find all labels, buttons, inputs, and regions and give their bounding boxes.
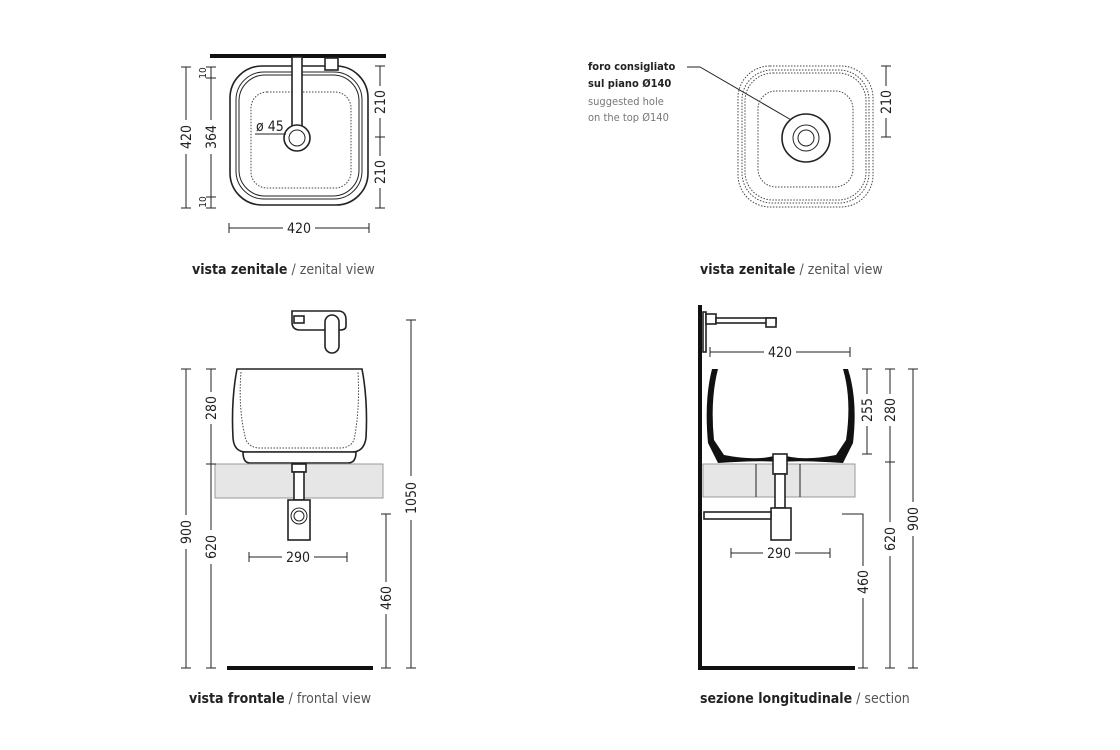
note-italian-2: sul piano Ø140 bbox=[588, 77, 671, 90]
dim-basin-height: 280 bbox=[883, 398, 899, 422]
zenital-view-hole: foro consigliato sul piano Ø140 suggeste… bbox=[588, 60, 895, 208]
dim-overall-height: 420 bbox=[179, 125, 195, 149]
dim-width: 420 bbox=[287, 221, 311, 237]
drain-inner bbox=[288, 129, 306, 147]
section-view: 420 255 280 620 900 460 290 bbox=[698, 305, 922, 670]
caption-zenital-view-left: vista zenitale / zenital view bbox=[192, 262, 375, 278]
dim-top-margin: 10 bbox=[198, 67, 209, 79]
caption-section-view: sezione longitudinale / section bbox=[700, 691, 910, 707]
faucet-spout bbox=[291, 56, 303, 128]
frontal-view: 900 280 620 290 460 1050 bbox=[178, 310, 420, 670]
caption-zenital-view-right: vista zenitale / zenital view bbox=[700, 262, 883, 278]
drain-diameter-label: ø 45 bbox=[256, 119, 284, 135]
suggested-hole bbox=[781, 113, 831, 163]
siphon-trap bbox=[287, 499, 311, 541]
note-english-2: on the top Ø140 bbox=[588, 111, 669, 124]
dim-basin-height: 280 bbox=[204, 396, 220, 420]
dim-trap-width: 290 bbox=[286, 550, 310, 566]
note-english-1: suggested hole bbox=[588, 95, 664, 108]
dim-counter-height: 620 bbox=[883, 527, 899, 551]
dim-total-height: 900 bbox=[179, 520, 195, 544]
dim-bottom-margin: 10 bbox=[198, 196, 209, 208]
faucet-lever bbox=[324, 314, 340, 354]
dim-total-height: 900 bbox=[906, 507, 922, 531]
dim-inner-height: 364 bbox=[204, 125, 220, 149]
zenital-view-basin: ø 45 420 364 10 10 210 210 420 bbox=[178, 54, 389, 237]
dim-width: 420 bbox=[768, 345, 792, 361]
dim-trap-height: 460 bbox=[856, 570, 872, 594]
siphon-trap bbox=[770, 507, 792, 541]
caption-frontal-view: vista frontale / frontal view bbox=[189, 691, 371, 707]
note-italian-1: foro consigliato bbox=[588, 60, 675, 73]
dim-trap-width: 290 bbox=[767, 546, 791, 562]
dim-counter-height: 620 bbox=[204, 535, 220, 559]
basin-section bbox=[706, 369, 855, 463]
dim-half-top: 210 bbox=[373, 90, 389, 114]
dim-faucet-height: 1050 bbox=[404, 482, 420, 514]
drain-outer bbox=[283, 124, 311, 152]
basin-front bbox=[231, 368, 368, 453]
dim-inner-depth: 255 bbox=[860, 398, 876, 422]
dim-half: 210 bbox=[879, 90, 895, 114]
leader-line bbox=[687, 66, 794, 122]
faucet-handle bbox=[324, 57, 339, 71]
dim-trap-height: 460 bbox=[379, 586, 395, 610]
dim-half-bottom: 210 bbox=[373, 160, 389, 184]
